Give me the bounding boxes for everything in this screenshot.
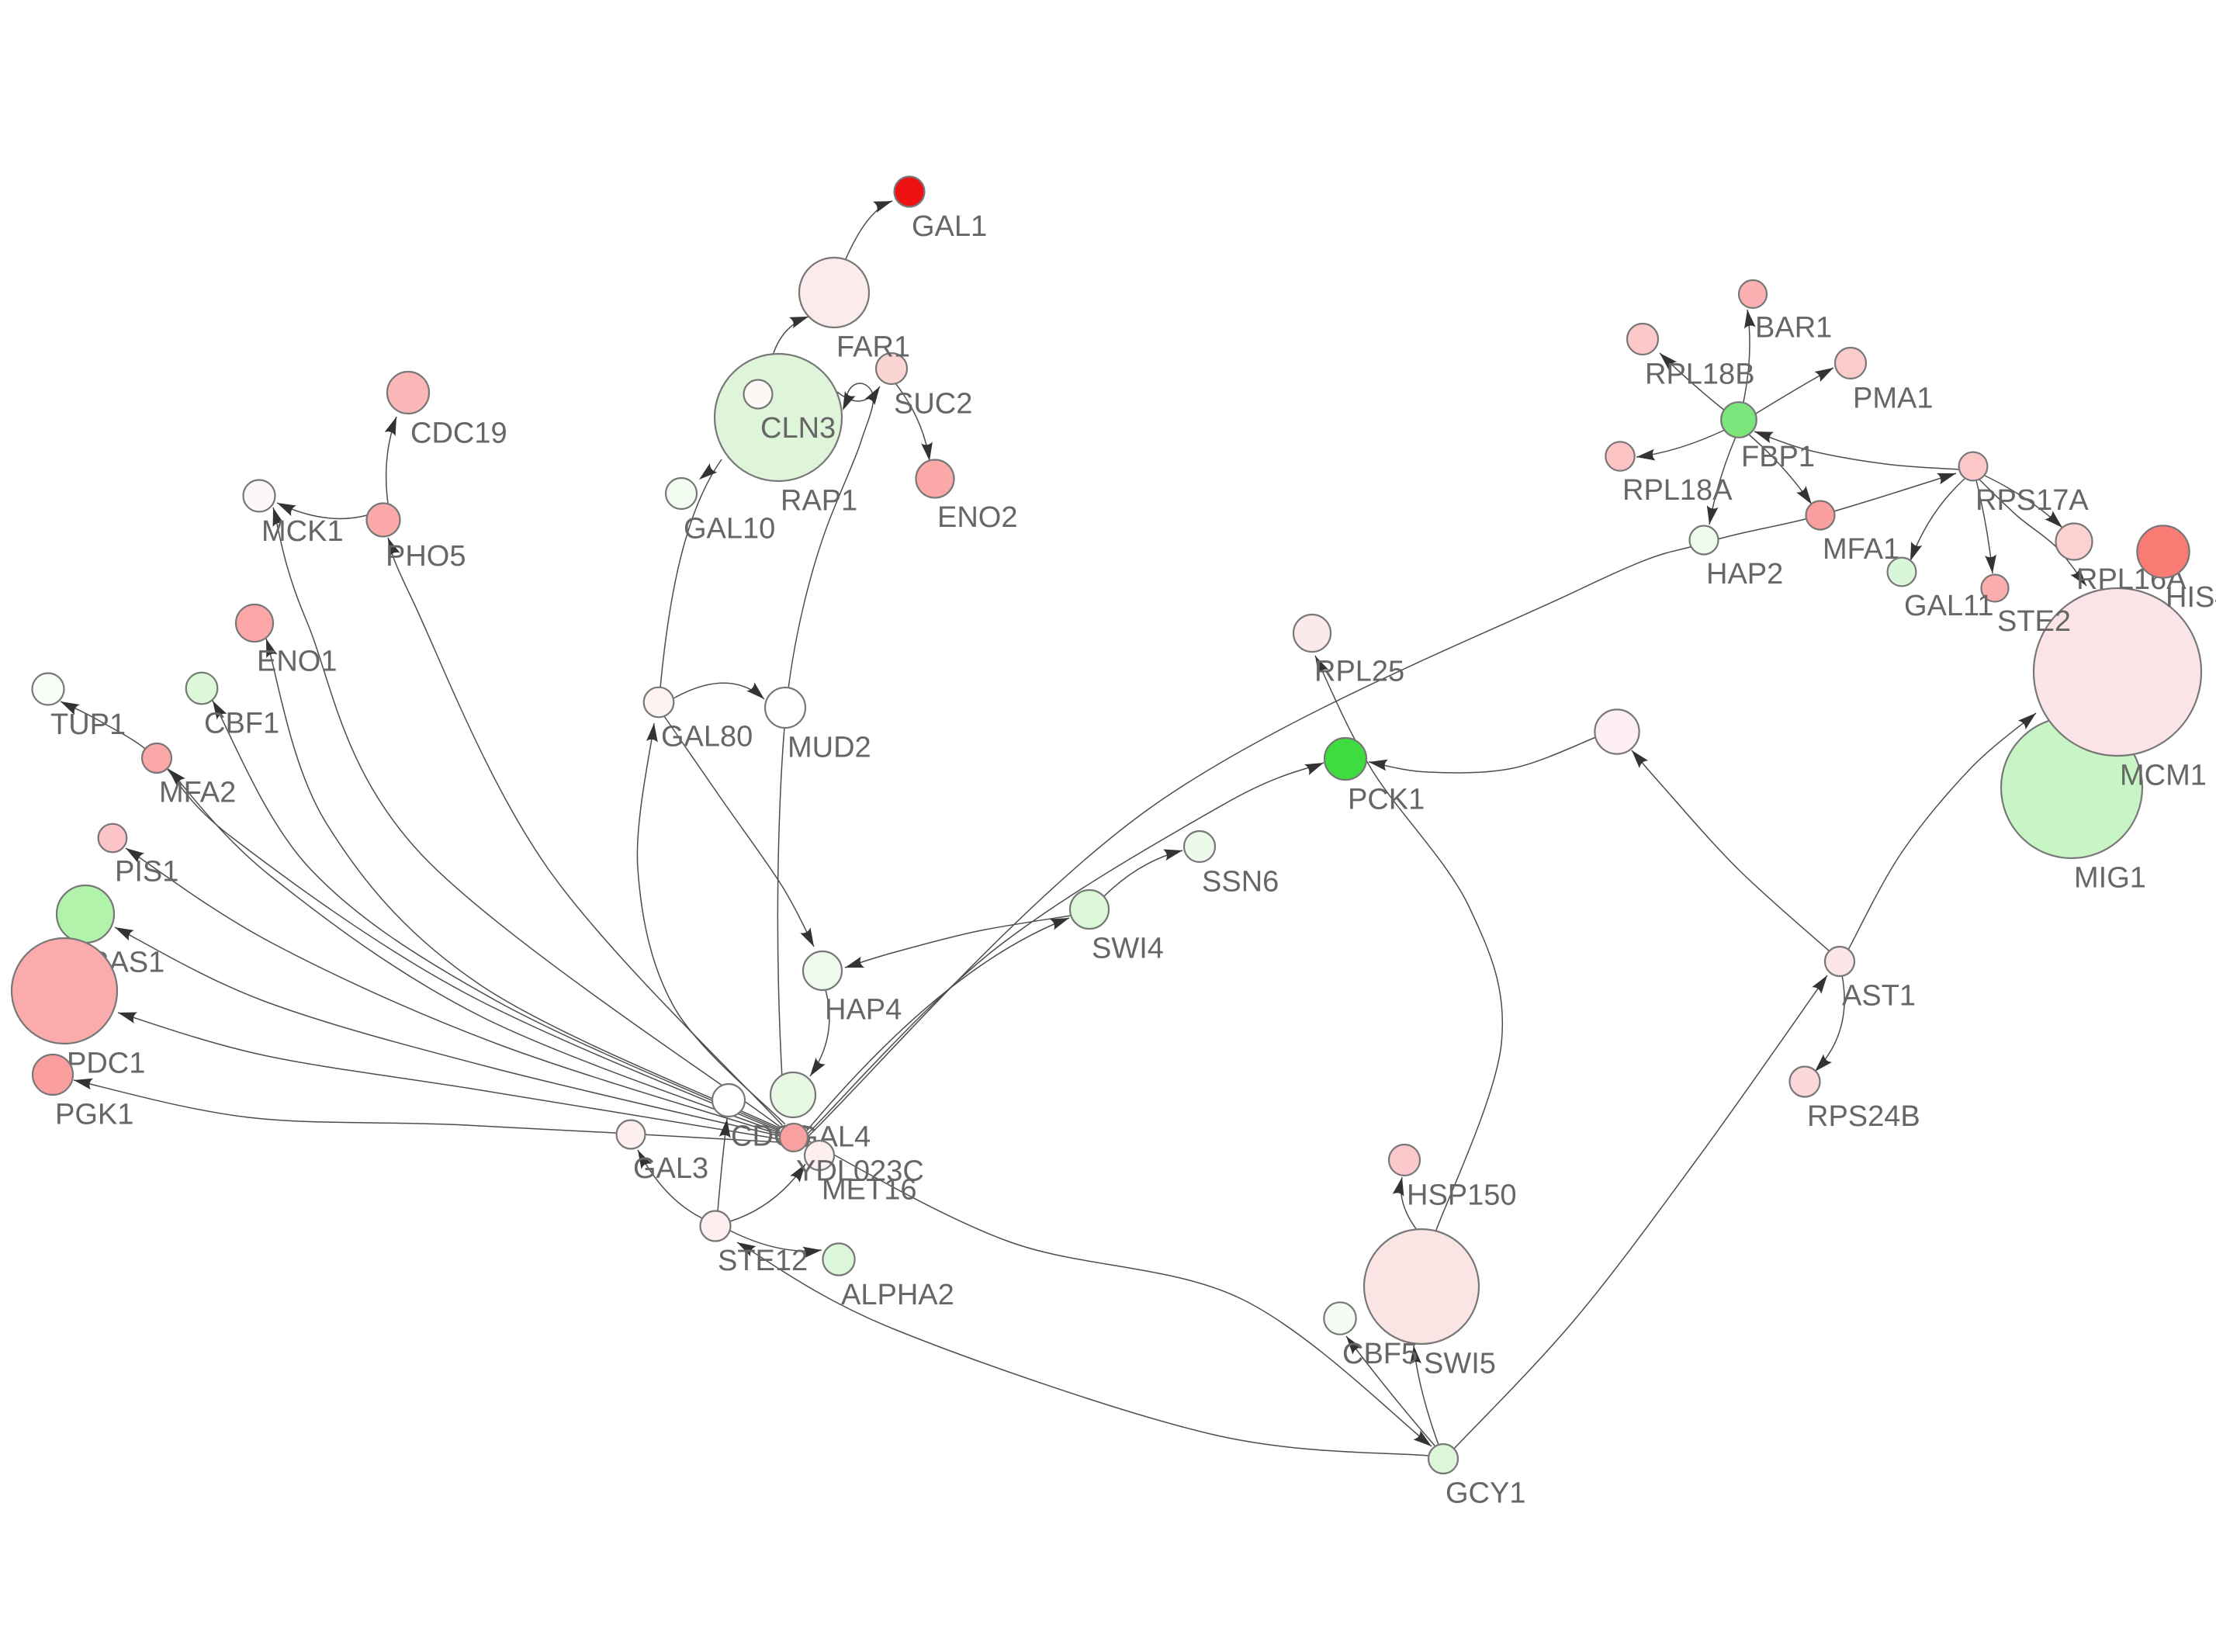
svg-text:CBF1: CBF1 bbox=[204, 708, 279, 740]
svg-text:TUP1: TUP1 bbox=[50, 708, 126, 741]
svg-text:HAP4: HAP4 bbox=[825, 993, 902, 1026]
svg-text:GAL11: GAL11 bbox=[1904, 590, 1993, 622]
svg-text:HSP150: HSP150 bbox=[1407, 1179, 1517, 1211]
svg-text:AST1: AST1 bbox=[1842, 979, 1916, 1012]
svg-text:ALPHA2: ALPHA2 bbox=[841, 1279, 954, 1311]
svg-text:MCM1: MCM1 bbox=[2120, 759, 2207, 791]
svg-text:PGK1: PGK1 bbox=[55, 1098, 133, 1131]
svg-text:MFA2: MFA2 bbox=[159, 776, 236, 809]
svg-text:YDL023C: YDL023C bbox=[796, 1155, 924, 1187]
svg-text:PDC1: PDC1 bbox=[67, 1047, 145, 1079]
svg-text:RAP1: RAP1 bbox=[781, 484, 857, 517]
svg-text:MUD2: MUD2 bbox=[788, 731, 871, 764]
svg-text:PMA1: PMA1 bbox=[1853, 382, 1933, 414]
svg-text:ENO2: ENO2 bbox=[937, 501, 1017, 534]
svg-text:RPS17A: RPS17A bbox=[1975, 484, 2089, 517]
svg-text:RPL18B: RPL18B bbox=[1645, 358, 1755, 390]
svg-text:GAL10: GAL10 bbox=[684, 512, 775, 545]
svg-text:GAL3: GAL3 bbox=[633, 1152, 708, 1185]
svg-text:SSN6: SSN6 bbox=[1202, 865, 1279, 898]
svg-text:PHO5: PHO5 bbox=[386, 540, 466, 573]
svg-text:PIS1: PIS1 bbox=[115, 856, 178, 888]
svg-text:MIG1: MIG1 bbox=[2074, 861, 2146, 894]
svg-text:CDC19: CDC19 bbox=[410, 417, 507, 449]
svg-text:STE2: STE2 bbox=[1997, 605, 2071, 638]
svg-text:CLN3: CLN3 bbox=[760, 412, 836, 445]
svg-text:GAL80: GAL80 bbox=[661, 721, 753, 753]
svg-text:MCK1: MCK1 bbox=[261, 515, 344, 548]
svg-text:SWI4: SWI4 bbox=[1092, 932, 1164, 965]
svg-text:SWI5: SWI5 bbox=[1424, 1347, 1496, 1380]
svg-text:PCK1: PCK1 bbox=[1348, 783, 1425, 816]
svg-text:BAR1: BAR1 bbox=[1755, 311, 1832, 344]
svg-text:ENO1: ENO1 bbox=[257, 645, 337, 677]
svg-text:FAR1: FAR1 bbox=[836, 331, 910, 363]
svg-text:FBP1: FBP1 bbox=[1741, 441, 1815, 473]
svg-text:HAP2: HAP2 bbox=[1706, 558, 1783, 590]
svg-text:RPS24B: RPS24B bbox=[1807, 1100, 1920, 1133]
svg-text:MET16: MET16 bbox=[822, 1173, 916, 1206]
svg-text:GCY1: GCY1 bbox=[1446, 1477, 1525, 1509]
svg-text:STE12: STE12 bbox=[718, 1245, 808, 1277]
svg-text:GAL1: GAL1 bbox=[912, 210, 987, 243]
svg-text:HIS4: HIS4 bbox=[2166, 581, 2216, 614]
svg-text:CBF5: CBF5 bbox=[1342, 1338, 1418, 1370]
svg-text:MFA1: MFA1 bbox=[1823, 533, 1899, 566]
svg-text:SUC2: SUC2 bbox=[894, 387, 972, 420]
svg-text:RPL25: RPL25 bbox=[1314, 655, 1404, 687]
svg-text:RPL18A: RPL18A bbox=[1622, 474, 1733, 507]
